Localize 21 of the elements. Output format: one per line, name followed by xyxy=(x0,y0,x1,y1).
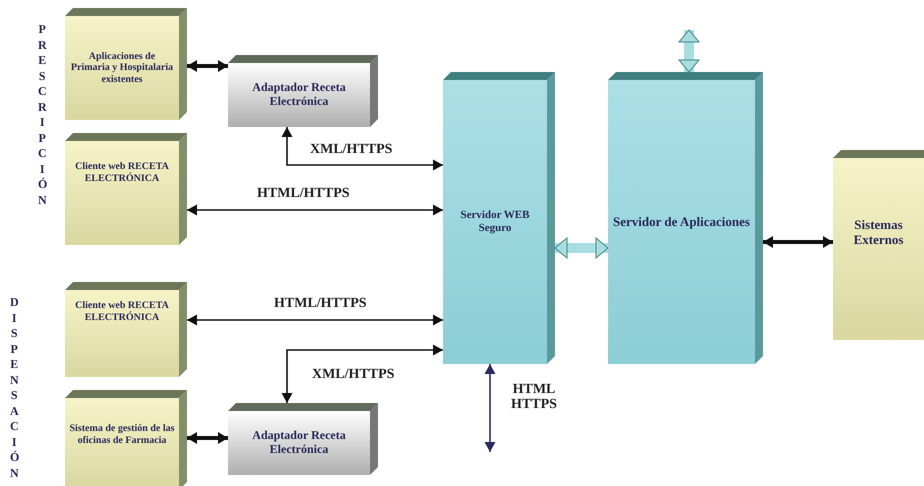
node-label: Servidor de Aplicaciones xyxy=(613,214,750,230)
node-label: Aplicaciones de Primaria y Hospitalaria existentes xyxy=(70,50,174,86)
arrow xyxy=(187,314,443,326)
arrow xyxy=(187,60,228,72)
arrow xyxy=(187,204,443,216)
arrow xyxy=(282,127,443,170)
node-label: Servidor WEB Seguro xyxy=(460,209,530,235)
arrow xyxy=(484,364,496,452)
block-arrow xyxy=(678,30,700,72)
node-label: Sistema de gestión de las oficinas de Farmacia xyxy=(69,423,175,446)
node-label: Adaptador Receta Electrónica xyxy=(251,429,347,457)
arrow xyxy=(282,344,443,403)
arrow xyxy=(763,236,833,248)
node-label: Adaptador Receta Electrónica xyxy=(251,81,347,109)
arrow xyxy=(187,432,228,444)
section-label: DISPENSACIÓN xyxy=(10,295,18,481)
node-label: Cliente web RECETA ELECTRÓNICA xyxy=(74,300,170,323)
section-label: PRESCRIPCIÓN xyxy=(38,22,46,208)
node-label: Sistemas Externos xyxy=(852,218,904,248)
block-arrow xyxy=(554,238,608,258)
node-label: Cliente web RECETA ELECTRÓNICA xyxy=(74,161,170,184)
